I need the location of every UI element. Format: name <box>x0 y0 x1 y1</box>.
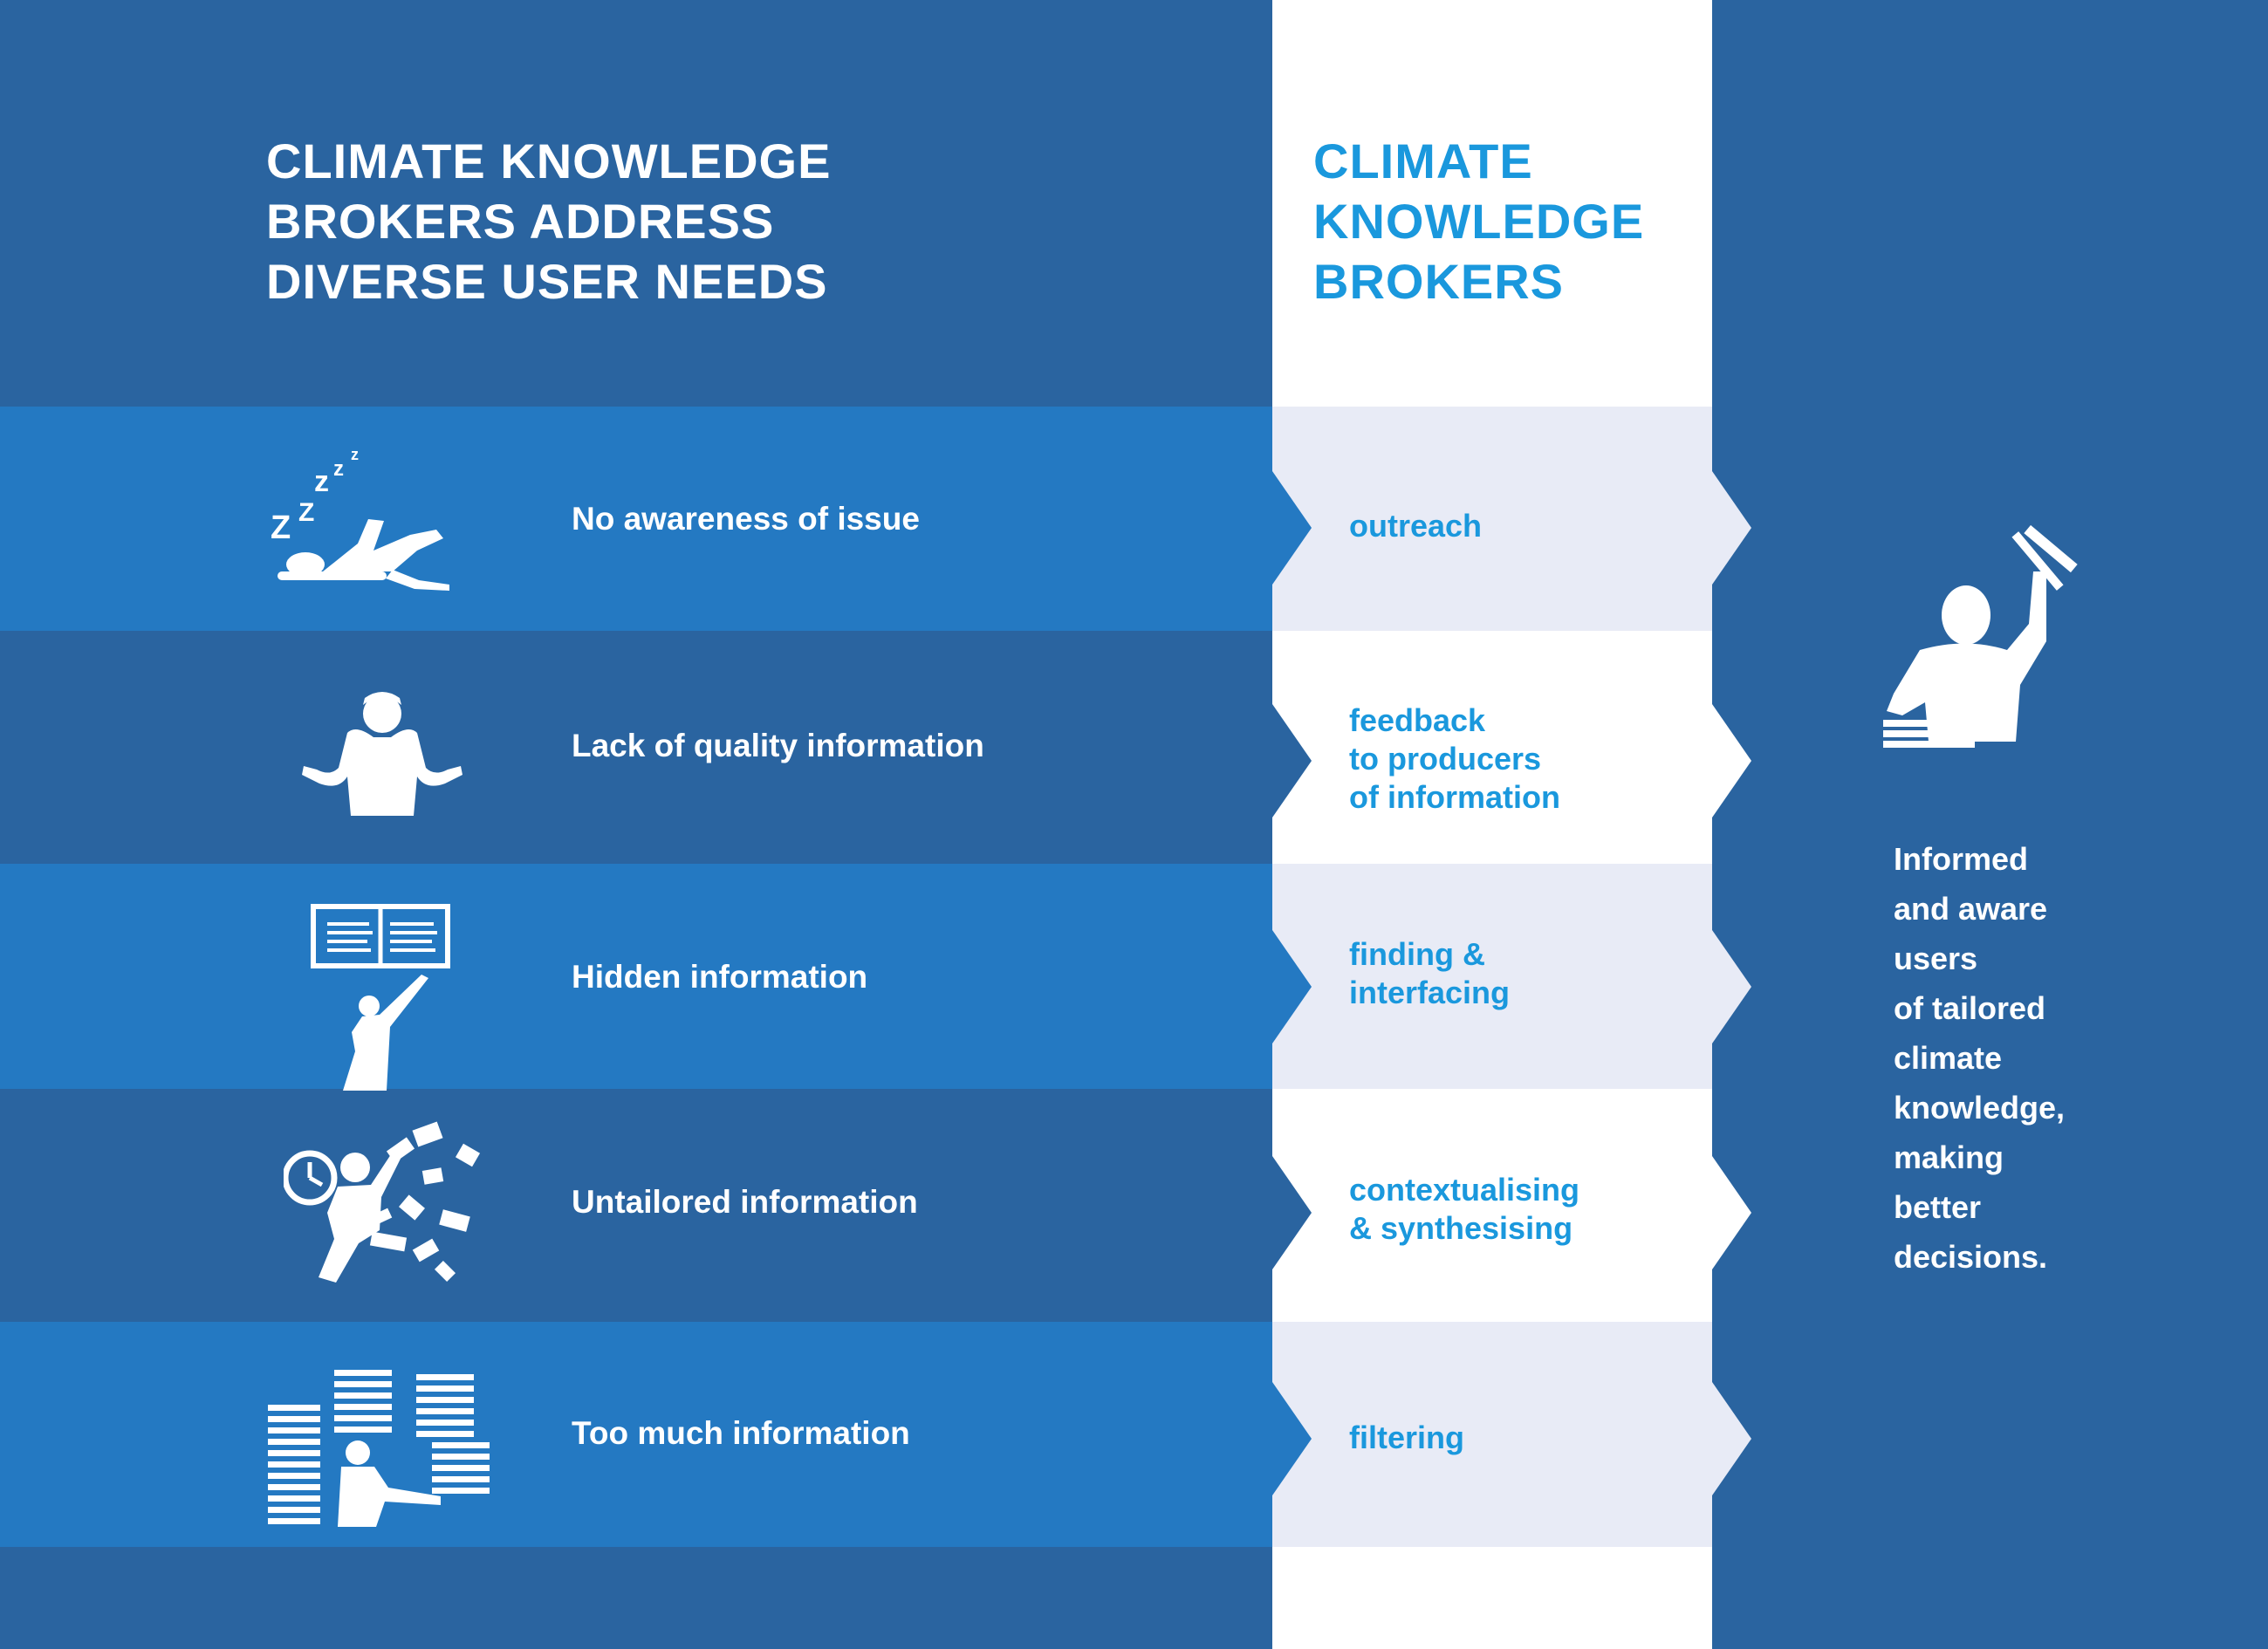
broker-label-4: contextualising & synthesising <box>1349 1172 1580 1246</box>
broker-label-1: outreach <box>1349 508 1483 544</box>
informed-user-icon <box>1883 524 2078 748</box>
chevron-left-2 <box>1272 704 1312 818</box>
svg-text:z: z <box>314 465 329 498</box>
broker-cell-3 <box>1272 864 1712 1089</box>
broker-cell-2 <box>1272 631 1712 864</box>
chevron-left-5 <box>1272 1382 1312 1495</box>
need-label-3: Hidden information <box>572 959 868 995</box>
chevron-right-5 <box>1712 1382 1751 1495</box>
stack-right <box>416 1374 490 1494</box>
overwhelmed-person-icon <box>284 1121 481 1283</box>
need-label-1: No awareness of issue <box>572 501 920 537</box>
svg-text:Z: Z <box>271 510 291 546</box>
svg-text:z: z <box>333 457 344 481</box>
person-reaching-book-icon <box>311 904 450 1091</box>
chevron-right-3 <box>1712 930 1751 1043</box>
row-band-3 <box>0 864 1272 1089</box>
chevron-left-4 <box>1272 1156 1312 1269</box>
stack-left <box>268 1405 320 1524</box>
chevron-right-2 <box>1712 704 1751 818</box>
need-label-5: Too much information <box>572 1415 910 1451</box>
broker-cell-4 <box>1272 1089 1712 1322</box>
svg-text:Z: Z <box>298 498 314 527</box>
broker-label-2: feedback to producers of information <box>1349 702 1560 815</box>
broker-column-title: CLIMATE KNOWLEDGE BROKERS <box>1313 133 1645 309</box>
broker-cell-5 <box>1272 1322 1712 1547</box>
broker-cell-1 <box>1272 407 1712 631</box>
chevron-right-1 <box>1712 471 1751 585</box>
paper-stacks-person-icon <box>268 1370 490 1527</box>
chevron-left-1 <box>1272 471 1312 585</box>
sleeping-person-icon: z z z Z Z <box>271 446 449 591</box>
need-label-2: Lack of quality information <box>572 728 984 763</box>
broker-label-5: filtering <box>1349 1420 1464 1455</box>
row-band-5 <box>0 1322 1272 1547</box>
need-label-4: Untailored information <box>572 1184 918 1220</box>
chevron-left-3 <box>1272 930 1312 1043</box>
row-band-2 <box>0 631 1272 864</box>
svg-text:z: z <box>351 446 359 463</box>
outcome-text: Informed and aware users of tailored cli… <box>1894 841 2066 1275</box>
shrugging-person-icon <box>302 692 463 816</box>
row-band-1 <box>0 407 1272 631</box>
stack-center <box>334 1370 392 1433</box>
broker-label-3: finding & interfacing <box>1349 936 1511 1010</box>
chevron-right-4 <box>1712 1156 1751 1269</box>
main-title: CLIMATE KNOWLEDGE BROKERS ADDRESS DIVERS… <box>266 133 832 309</box>
row-band-4 <box>0 1089 1272 1322</box>
